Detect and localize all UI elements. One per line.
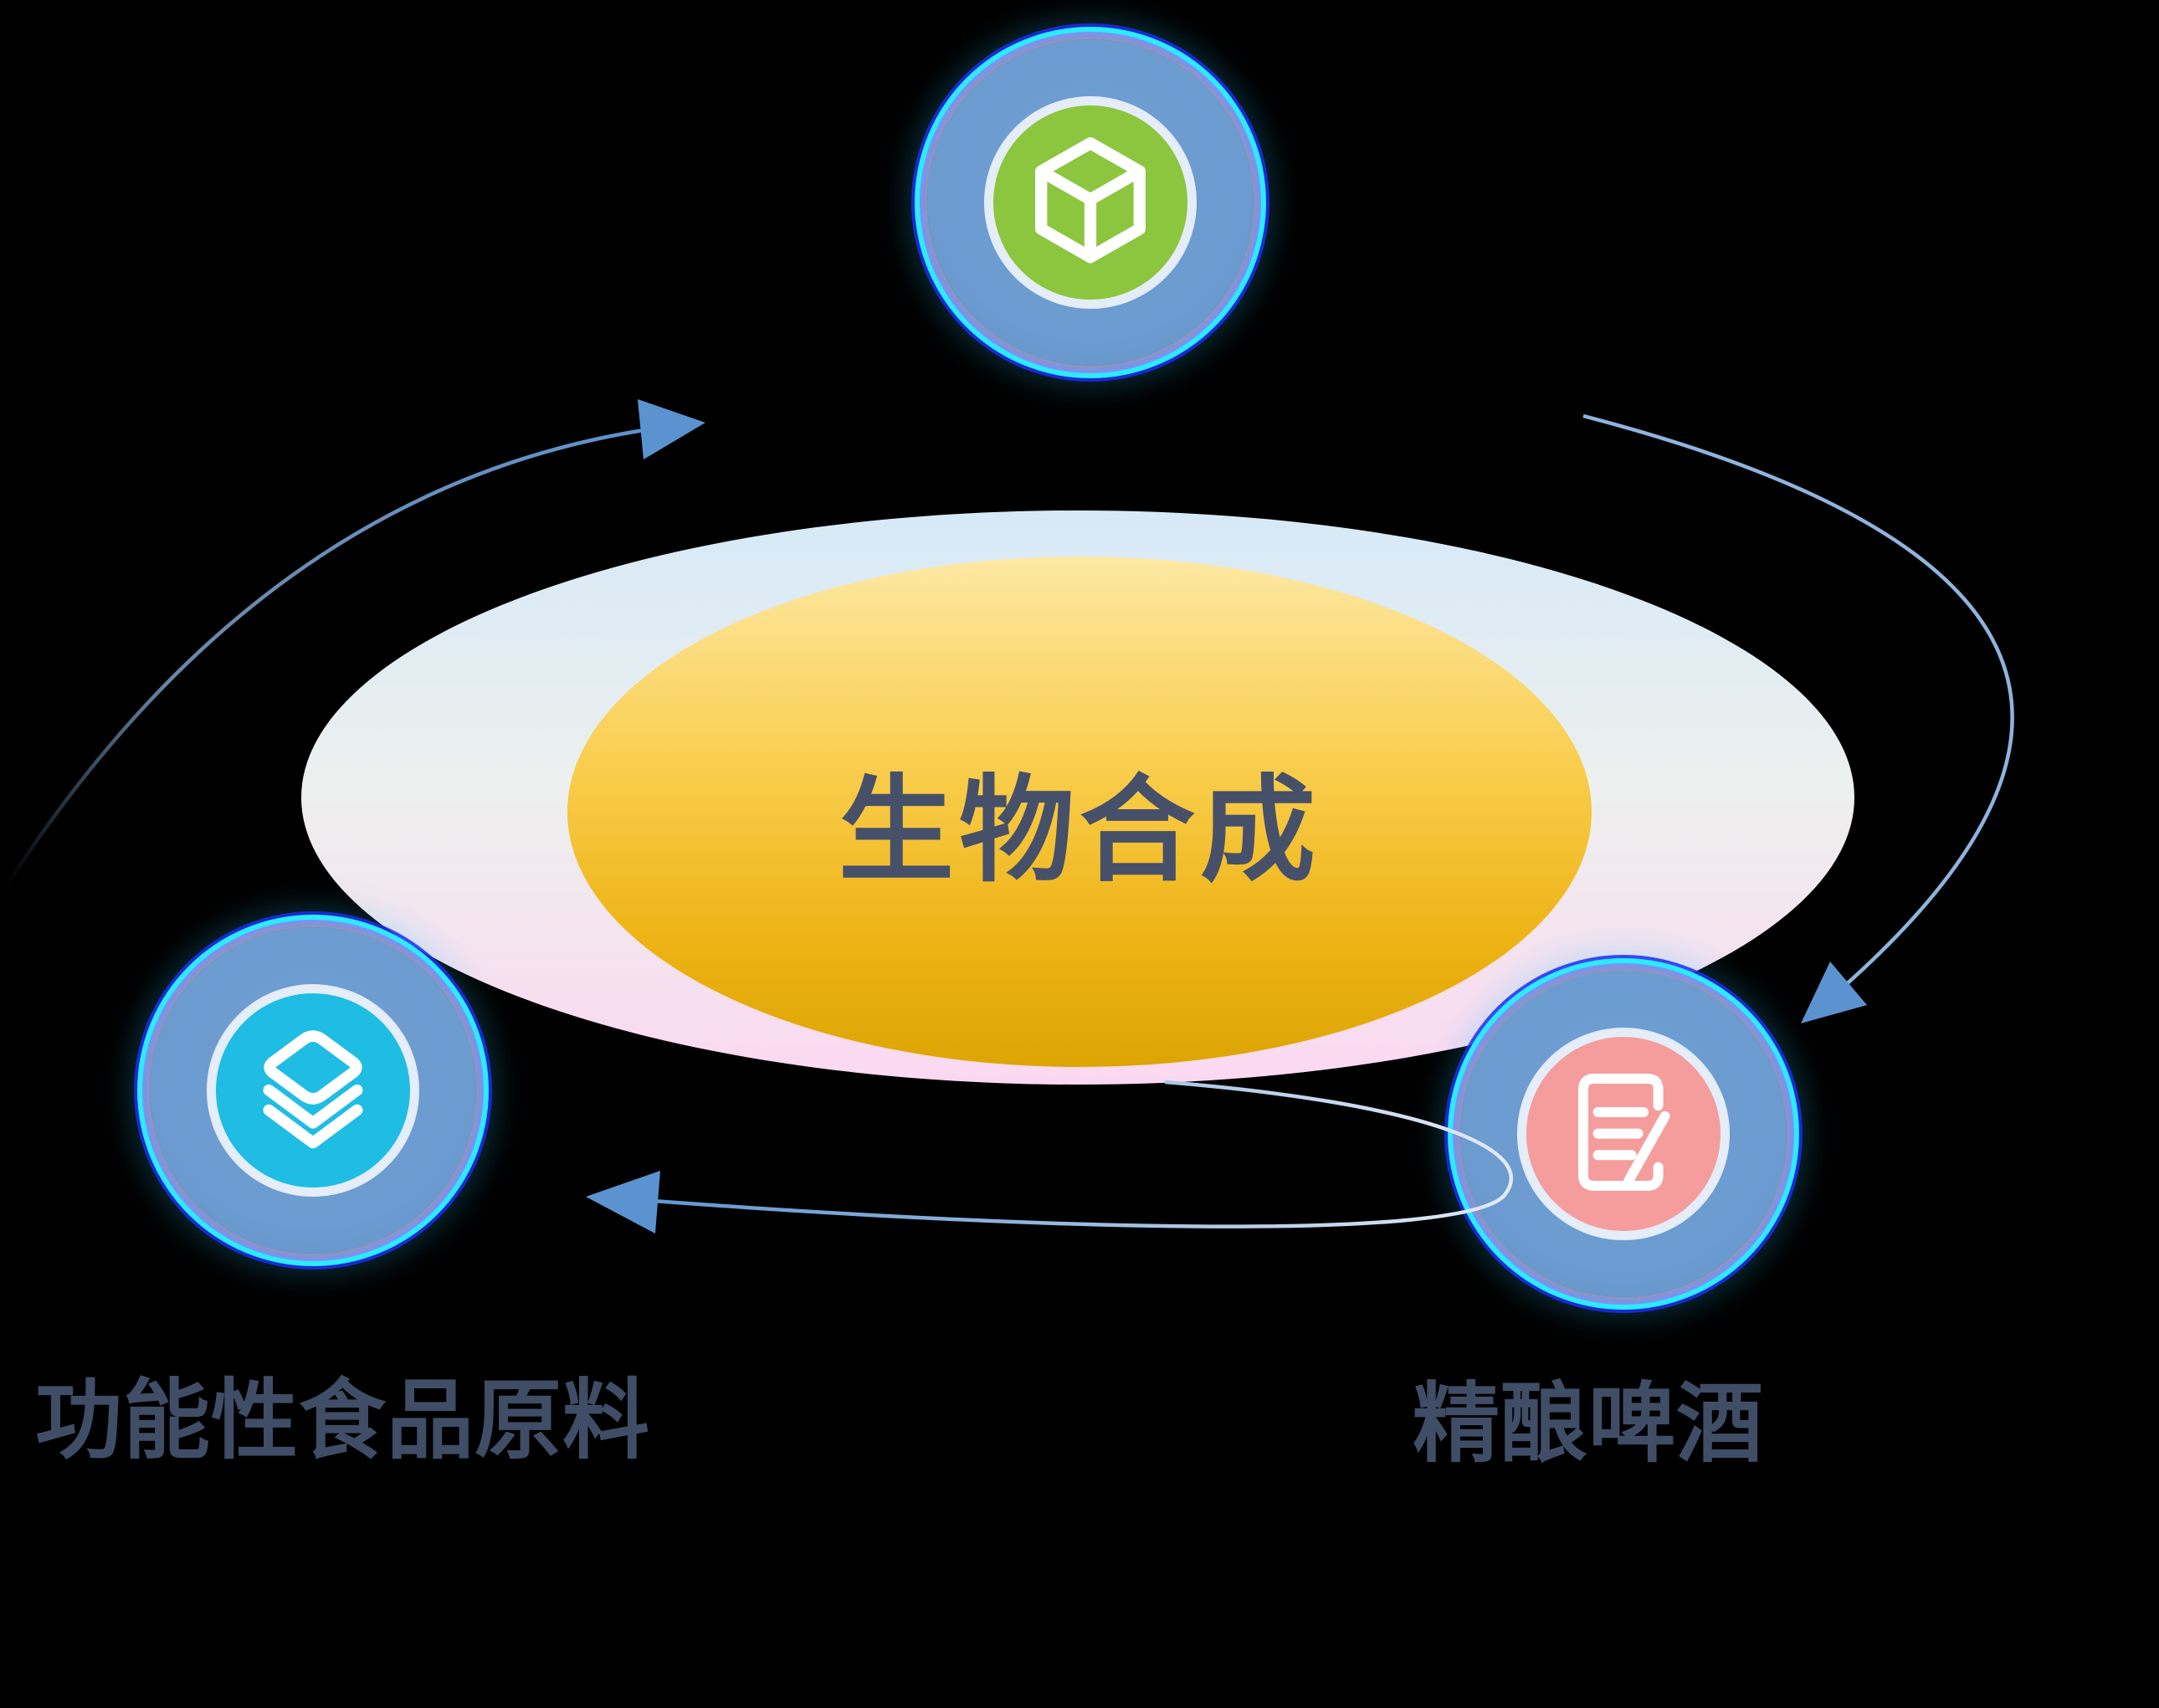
- node-top-disc: [984, 96, 1197, 309]
- node-biosynthesis-top: [927, 39, 1254, 366]
- center-title: 生物合成: [838, 767, 1321, 895]
- gold-ellipse: [567, 557, 1592, 1067]
- document-edit-icon: [1556, 1065, 1690, 1203]
- node-left-disc: [207, 984, 419, 1197]
- label-functional-food-ingredients: 功能性食品原料: [35, 1372, 651, 1469]
- layers-icon: [242, 1018, 384, 1164]
- arrow-right-to-left-arrowhead: [586, 1171, 660, 1234]
- arrow-right-to-left: [618, 1080, 1514, 1228]
- label-craft-beer: 精酿啤酒: [1413, 1376, 1765, 1473]
- node-right-disc: [1517, 1028, 1730, 1240]
- arrow-top-to-right-arrowhead: [1801, 962, 1867, 1023]
- arrow-left-to-top-arrowhead: [638, 399, 705, 459]
- node-craft-beer: [1460, 971, 1787, 1297]
- cube-icon: [1020, 131, 1161, 275]
- node-functional-food: [150, 927, 476, 1254]
